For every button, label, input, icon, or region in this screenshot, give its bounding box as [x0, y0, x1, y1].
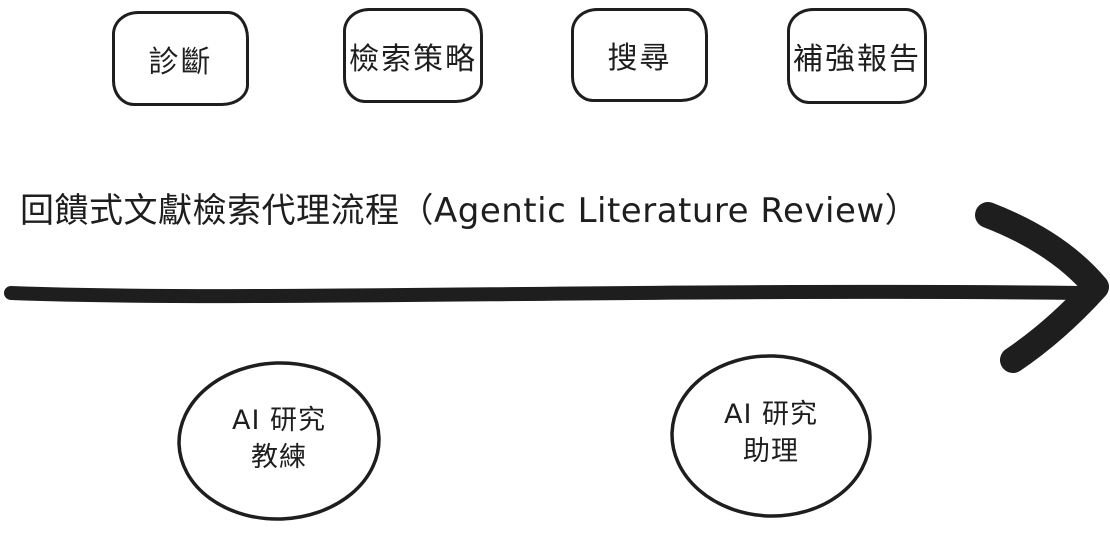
step-box-diagnosis: 診斷 [112, 11, 249, 106]
step-label-diagnosis: 診斷 [148, 44, 213, 80]
actor-assistant-line2: 助理 [743, 436, 799, 467]
step-box-search: 搜尋 [571, 8, 708, 102]
step-box-augmented-report: 補強報告 [787, 8, 927, 104]
step-label-search-strategy: 檢索策略 [349, 41, 477, 77]
actor-assistant-line1: AI 研究 [723, 399, 818, 430]
actor-coach-line2: 教練 [251, 442, 307, 473]
diagram-title: 回饋式文獻檢索代理流程（Agentic Literature Review） [20, 191, 920, 231]
actor-label-assistant: AI 研究 助理 [671, 396, 871, 470]
actor-label-coach: AI 研究 教練 [179, 402, 379, 476]
actor-coach-line1: AI 研究 [231, 405, 326, 436]
step-label-augmented-report: 補強報告 [793, 42, 921, 77]
step-box-search-strategy: 檢索策略 [343, 8, 483, 103]
step-label-search: 搜尋 [607, 41, 672, 76]
actor-circle-assistant [670, 354, 872, 518]
flow-arrow-shaft [4, 284, 1089, 304]
arrow-right-icon [975, 202, 1109, 373]
actor-circle-coach [177, 361, 381, 521]
